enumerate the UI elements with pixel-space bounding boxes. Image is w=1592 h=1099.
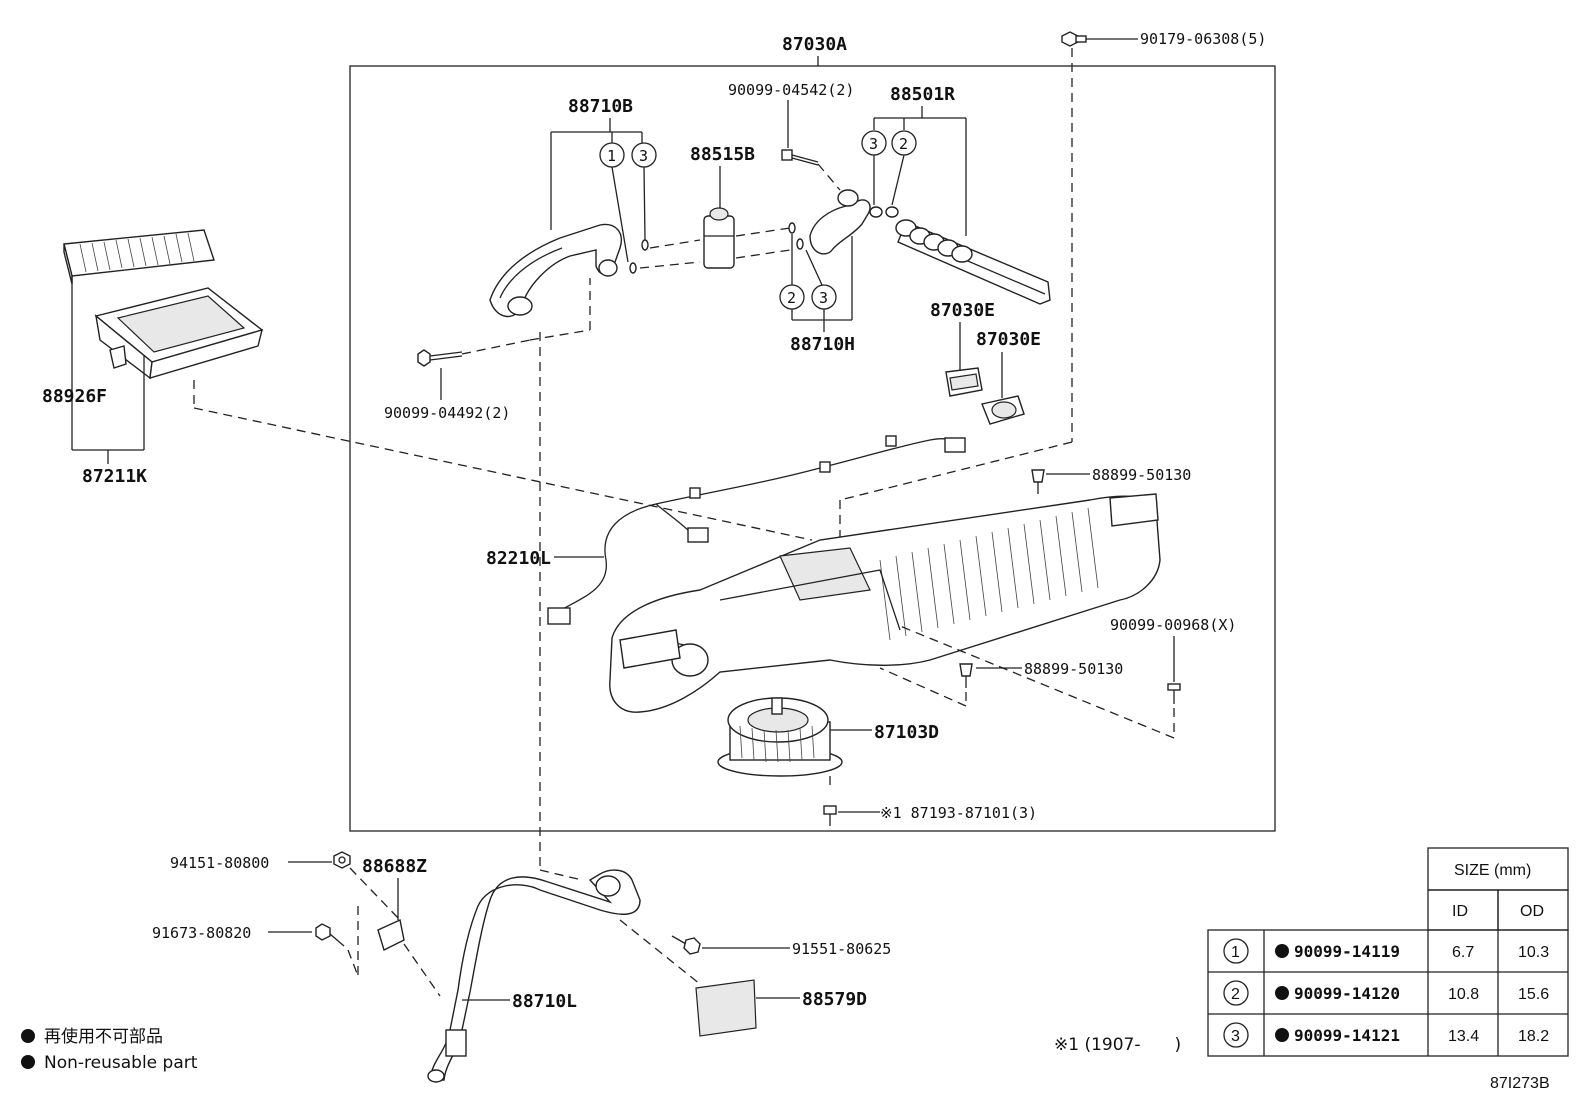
actuator-87030E-2-icon (981, 395, 1025, 425)
table-row-2-ref: 2 (1231, 986, 1240, 1003)
table-row-1-id: 6.7 (1452, 944, 1474, 961)
clip-50130-lower-icon (959, 663, 973, 688)
oring-size-table: SIZE (mm) ID OD 1 90099-14119 6.7 10.3 2… (1207, 847, 1569, 1057)
label-88579D[interactable]: 88579D (802, 989, 867, 1010)
air-filter-88926F-icon (63, 229, 215, 285)
blower-motor-87103D-icon (717, 697, 843, 777)
oring-ref-2-label: 2 (787, 289, 796, 307)
label-87030A[interactable]: 87030A (782, 34, 847, 55)
screw-00968-icon (1167, 683, 1181, 704)
evaporator-88501R-icon (895, 219, 1051, 305)
label-87030E-2[interactable]: 87030E (976, 329, 1041, 350)
table-row-1-part[interactable]: 90099-14119 (1294, 942, 1400, 961)
table-row-2-id: 10.8 (1448, 986, 1479, 1003)
table-header-od: OD (1520, 903, 1544, 920)
label-88688Z[interactable]: 88688Z (362, 856, 427, 877)
tube-88710L-icon (427, 869, 641, 1083)
label-91673-80820[interactable]: 91673-80820 (152, 924, 251, 942)
legend-jp: 再使用不可部品 (44, 1026, 163, 1047)
assembly-frame (349, 65, 1276, 832)
label-94151-80800[interactable]: 94151-80800 (170, 854, 269, 872)
label-88926F[interactable]: 88926F (42, 386, 107, 407)
tube-88710H-icon (809, 189, 871, 255)
label-87030E-1[interactable]: 87030E (930, 300, 995, 321)
oring-ref-3-label-b: 3 (819, 289, 828, 307)
table-row-3-ref: 3 (1231, 1028, 1240, 1045)
label-88899-50130-upper[interactable]: 88899-50130 (1092, 466, 1191, 484)
bolt-04492-icon (417, 349, 463, 367)
label-91551-80625[interactable]: 91551-80625 (792, 940, 891, 958)
label-88515B[interactable]: 88515B (690, 144, 755, 165)
label-88710H[interactable]: 88710H (790, 334, 855, 355)
bolt-91551-icon (671, 935, 701, 955)
table-header-size: SIZE (mm) (1454, 862, 1531, 879)
oring-ref-3-label-c: 3 (869, 135, 878, 153)
expansion-valve-88515B-icon (703, 207, 735, 269)
legend-bullet-2 (21, 1055, 35, 1069)
actuator-87030E-1-icon (945, 367, 983, 397)
label-90099-00968[interactable]: 90099-00968(X) (1110, 616, 1236, 634)
bracket-88688Z-icon (377, 918, 405, 951)
table-header-id: ID (1452, 903, 1468, 920)
label-87193-87101[interactable]: ※1 87193-87101(3) (880, 804, 1037, 822)
table-row-1-od: 10.3 (1518, 944, 1549, 961)
table-row-2-od: 15.6 (1518, 986, 1549, 1003)
filter-case-87211K-icon (94, 287, 264, 380)
diagram-id: 87I273B (1490, 1075, 1550, 1092)
table-row-3-od: 18.2 (1518, 1028, 1549, 1045)
legend-bullet-1 (21, 1029, 35, 1043)
oring-ref-2-label-b: 2 (899, 135, 908, 153)
label-82210L[interactable]: 82210L (486, 548, 551, 569)
wire-harness-82210L-icon (547, 435, 966, 625)
clip-50130-upper-icon (1031, 469, 1045, 494)
bolt-90179-icon (1061, 31, 1087, 47)
hvac-unit-body-icon (609, 493, 1161, 713)
label-90099-04492[interactable]: 90099-04492(2) (384, 404, 510, 422)
bolt-04542-icon (781, 149, 819, 166)
oring-ref-1-label: 1 (607, 147, 616, 165)
oring-ref-3-label: 3 (639, 147, 648, 165)
table-row-3-part[interactable]: 90099-14121 (1294, 1026, 1400, 1045)
label-90099-04542[interactable]: 90099-04542(2) (728, 81, 854, 99)
label-87103D[interactable]: 87103D (874, 722, 939, 743)
label-88710B[interactable]: 88710B (568, 96, 633, 117)
label-88899-50130-lower[interactable]: 88899-50130 (1024, 660, 1123, 678)
label-90179-06308[interactable]: 90179-06308(5) (1140, 30, 1266, 48)
bolt-91673-icon (315, 923, 345, 947)
table-row-1-ref: 1 (1231, 944, 1240, 961)
nut-94151-icon (333, 851, 351, 869)
pad-88579D-icon (695, 979, 757, 1037)
table-row-2-part[interactable]: 90099-14120 (1294, 984, 1400, 1003)
legend-en: Non-reusable part (44, 1053, 198, 1073)
footnote-1907: ※1 (1907- ) (1054, 1035, 1181, 1055)
label-88710L[interactable]: 88710L (512, 991, 577, 1012)
label-88501R[interactable]: 88501R (890, 84, 955, 105)
label-87211K[interactable]: 87211K (82, 466, 147, 487)
tube-88710B-icon (489, 223, 622, 318)
screw-87101-icon (823, 805, 837, 826)
table-row-3-id: 13.4 (1448, 1028, 1479, 1045)
